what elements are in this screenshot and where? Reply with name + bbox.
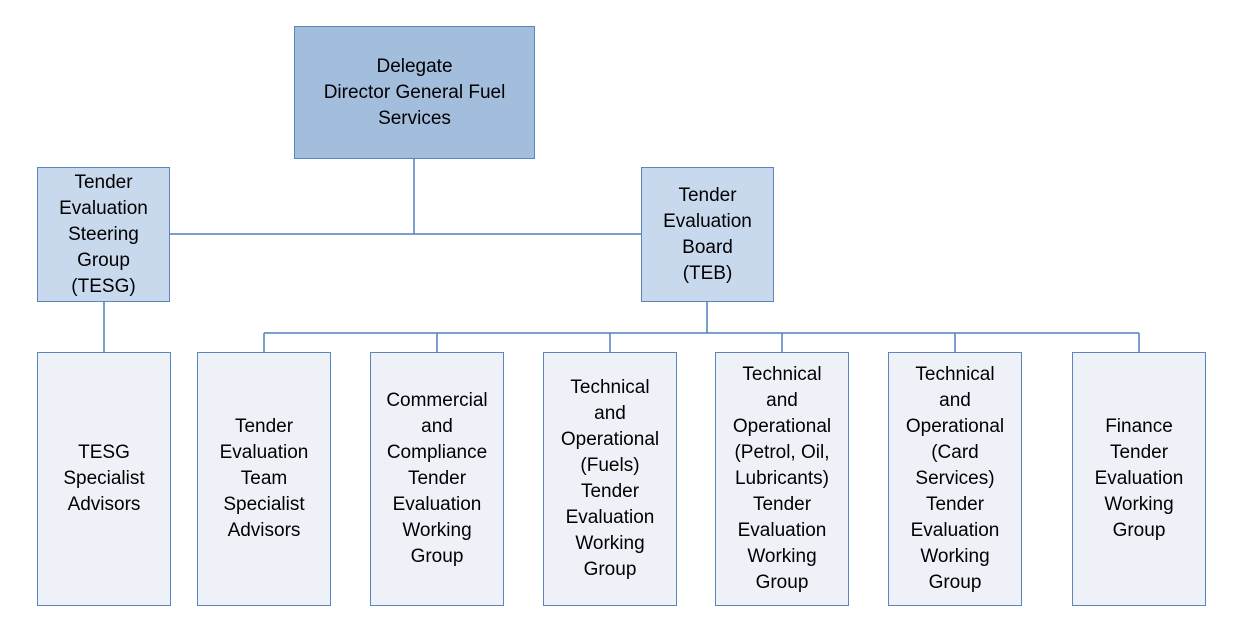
node-label-line: Services: [378, 107, 451, 129]
node-label-line: Group: [77, 249, 130, 271]
node-label-line: Tender: [580, 481, 640, 502]
node-label-line: Working: [747, 546, 817, 567]
node-label-line: (Petrol, Oil,: [734, 442, 830, 463]
node-label-line: Steering: [68, 223, 139, 245]
node-label-line: TESG: [78, 442, 130, 463]
node-label-line: Tender: [234, 416, 294, 437]
node-label-line: Evaluation: [219, 442, 309, 463]
node-label-line: Delegate: [376, 55, 453, 77]
node-label-line: (Card: [931, 442, 979, 463]
node-label-line: Advisors: [227, 520, 301, 541]
node-label-line: Lubricants): [734, 468, 829, 489]
node-label-line: Operational: [905, 416, 1005, 437]
node-label-line: Evaluation: [392, 494, 482, 515]
node-label-line: Working: [920, 546, 990, 567]
node-label-line: Group: [755, 572, 809, 593]
node-label-line: Evaluation: [59, 197, 148, 219]
node-label-line: Team: [240, 468, 288, 489]
node-label-line: Director General Fuel: [323, 81, 506, 103]
node-label-line: Evaluation: [663, 210, 752, 232]
node-label-line: Compliance: [386, 442, 488, 463]
node-label-line: Tender: [1109, 442, 1169, 463]
node-label-line: Group: [1112, 520, 1166, 541]
node-label-line: Advisors: [67, 494, 141, 515]
node-label-line: Group: [410, 546, 464, 567]
node-label-line: Technical: [570, 377, 650, 398]
node-label-line: Evaluation: [910, 520, 1000, 541]
node-label-line: Services): [915, 468, 995, 489]
node-label-line: Evaluation: [737, 520, 827, 541]
node-label-line: Tender: [925, 494, 985, 515]
node-label-line: Working: [402, 520, 472, 541]
node-label-line: Operational: [560, 429, 660, 450]
node-label-line: (TEB): [682, 262, 733, 284]
node-label-line: and: [766, 390, 798, 411]
node-label-line: Group: [928, 572, 982, 593]
node-label-line: and: [594, 403, 626, 424]
node-label-line: (Fuels): [580, 455, 640, 476]
node-label-line: Specialist: [223, 494, 305, 515]
node-label-line: and: [939, 390, 971, 411]
node-label-line: Technical: [742, 364, 822, 385]
node-label-line: Group: [583, 559, 637, 580]
node-label-line: Operational: [732, 416, 832, 437]
node-label-line: Evaluation: [565, 507, 655, 528]
node-label-line: Tender: [678, 184, 737, 206]
node-label-line: Technical: [915, 364, 995, 385]
node-label-line: Tender: [752, 494, 812, 515]
node-label-line: Evaluation: [1094, 468, 1184, 489]
node-label-line: Finance: [1105, 416, 1173, 437]
node-label-line: Commercial: [386, 390, 488, 411]
node-label-line: Tender: [407, 468, 467, 489]
node-label-line: Working: [575, 533, 645, 554]
node-label-line: Working: [1104, 494, 1174, 515]
node-label-line: and: [421, 416, 453, 437]
node-label-line: (TESG): [71, 275, 136, 297]
node-label-line: Specialist: [63, 468, 145, 489]
node-label-line: Tender: [74, 171, 133, 193]
node-label-line: Board: [682, 236, 733, 258]
